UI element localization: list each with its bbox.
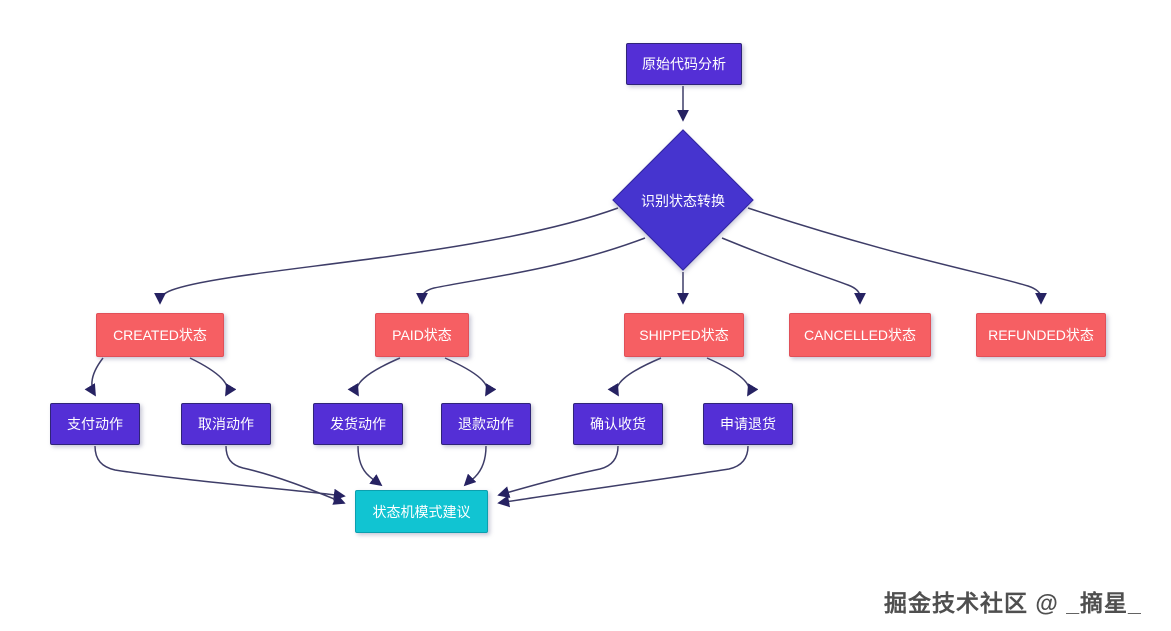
watermark-text: 掘金技术社区 @ _摘星_ [884, 590, 1142, 616]
edge-refund-result [463, 445, 487, 487]
node-action-ship: 发货动作 [313, 403, 403, 445]
node-result: 状态机模式建议 [355, 490, 488, 533]
edge-decision-created [154, 207, 619, 305]
node-action-ship-label: 发货动作 [330, 416, 386, 432]
node-start: 原始代码分析 [626, 43, 742, 85]
edge-cancel-result [225, 445, 346, 505]
edge-decision-refunded [747, 207, 1047, 305]
node-action-pay: 支付动作 [50, 403, 140, 445]
node-action-pay-label: 支付动作 [67, 416, 123, 432]
node-state-created: CREATED状态 [96, 313, 224, 357]
node-action-confirm-label: 确认收货 [590, 416, 646, 432]
edge-ship-result [357, 445, 383, 487]
node-action-refund-label: 退款动作 [458, 416, 514, 432]
node-action-return-label: 申请退货 [720, 416, 776, 432]
node-action-refund: 退款动作 [441, 403, 531, 445]
edge-decision-cancelled [721, 237, 866, 305]
node-state-shipped-label: SHIPPED状态 [639, 327, 729, 343]
edge-paid-refund [444, 357, 497, 397]
node-state-paid: PAID状态 [375, 313, 469, 357]
node-action-confirm: 确认收货 [573, 403, 663, 445]
node-state-created-label: CREATED状态 [113, 327, 207, 343]
node-start-label: 原始代码分析 [642, 56, 726, 72]
edge-created-cancel [189, 357, 237, 397]
edge-return-result [497, 445, 749, 508]
node-state-cancelled-label: CANCELLED状态 [803, 327, 917, 343]
node-action-return: 申请退货 [703, 403, 793, 445]
node-action-cancel-label: 取消动作 [198, 416, 254, 432]
node-state-cancelled: CANCELLED状态 [789, 313, 931, 357]
edge-pay-result [94, 445, 346, 501]
node-state-refunded: REFUNDED状态 [976, 313, 1106, 357]
node-decision-label: 识别状态转换 [641, 193, 725, 209]
edge-confirm-result [497, 445, 619, 498]
edge-decision-paid [416, 237, 646, 305]
node-state-paid-label: PAID状态 [392, 327, 452, 343]
node-state-shipped: SHIPPED状态 [624, 313, 744, 357]
edge-shipped-confirm [607, 357, 662, 397]
edge-paid-ship [347, 357, 401, 397]
node-action-cancel: 取消动作 [181, 403, 271, 445]
edge-shipped-return [706, 357, 759, 397]
node-result-label: 状态机模式建议 [372, 503, 471, 520]
edge-created-pay [84, 357, 104, 397]
node-state-refunded-label: REFUNDED状态 [988, 327, 1094, 343]
